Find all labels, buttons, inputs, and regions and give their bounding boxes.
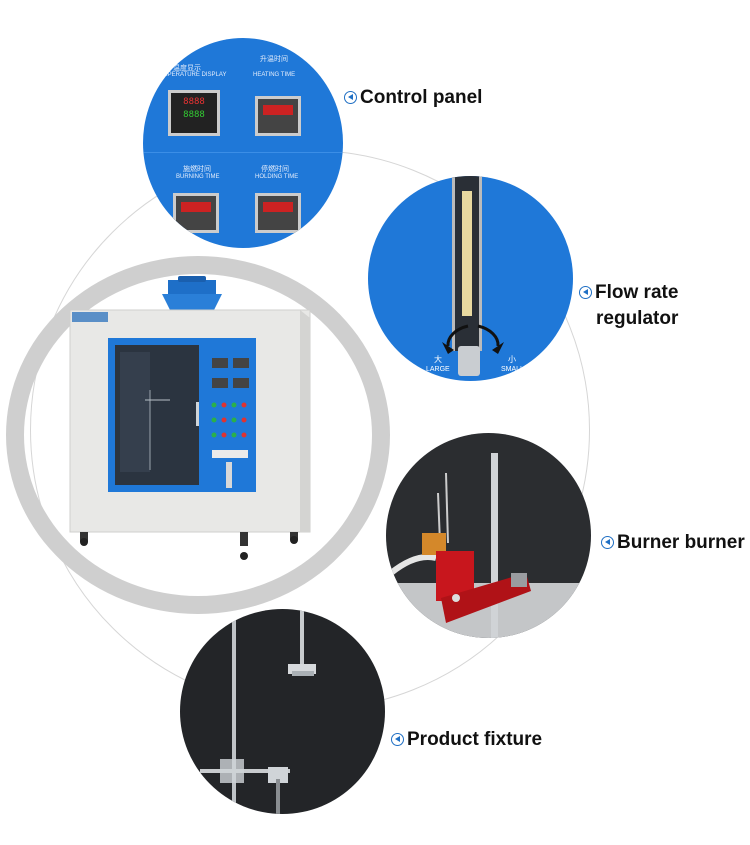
temp-display-label-en: TEMPERATURE DISPLAY [155, 72, 227, 78]
adjust-arrows-icon [442, 324, 504, 354]
control-panel-closeup: 温度显示 TEMPERATURE DISPLAY 升温时间 HEATING TI… [143, 38, 343, 248]
callout-burner-text: Burner burner [617, 532, 745, 553]
heating-time-label-en: HEATING TIME [253, 72, 296, 78]
holding-time-label-en: HOLDING TIME [255, 174, 299, 180]
callout-flow-rate-text-1: Flow rate [595, 282, 679, 303]
arrow-left-icon [344, 91, 357, 104]
large-label-en: LARGE [426, 366, 450, 373]
arrow-left-icon [391, 733, 404, 746]
flowmeter-scale [462, 191, 472, 316]
temperature-display: 8888 8888 [168, 90, 220, 136]
callout-flow-rate: Flow rate regulator [579, 280, 678, 332]
holding-timer-digits [263, 202, 293, 212]
burner-illustration [386, 453, 591, 638]
large-label-cn: 大 [434, 355, 442, 364]
heating-timer-digits [263, 105, 293, 115]
burner-closeup [386, 433, 591, 638]
heating-timer-display [255, 96, 301, 136]
callout-flow-rate-text-2: regulator [596, 308, 679, 329]
flow-rate-regulator-closeup: 大 LARGE 小 SMALL [368, 176, 573, 381]
fixture-illustration [200, 609, 316, 814]
temp-display-label-cn: 温度显示 [173, 65, 201, 72]
arrow-left-icon [579, 286, 592, 299]
burning-time-label-cn: 施燃时间 [183, 166, 211, 173]
heating-time-label-cn: 升温时间 [260, 56, 288, 63]
small-label-en: SMALL [501, 366, 524, 373]
arrow-left-icon [601, 536, 614, 549]
temp-digits-bottom: 8888 [183, 110, 205, 120]
holding-timer-display [255, 193, 301, 233]
callout-burner: Burner burner [601, 530, 745, 556]
callout-control-panel: Control panel [344, 85, 482, 111]
product-fixture-closeup [180, 609, 385, 814]
callout-product-fixture-text: Product fixture [407, 729, 543, 750]
burning-time-label-en: BURNING TIME [176, 174, 220, 180]
panel-divider [143, 152, 343, 153]
small-label-cn: 小 [508, 355, 516, 364]
temp-digits-top: 8888 [183, 97, 205, 107]
burning-timer-digits [181, 202, 211, 212]
flowmeter-tube [452, 176, 482, 351]
holding-time-label-cn: 停燃时间 [261, 166, 289, 173]
regulator-knob [458, 346, 480, 376]
callout-product-fixture: Product fixture [391, 727, 542, 753]
callout-control-panel-text: Control panel [360, 87, 483, 108]
burning-timer-display [173, 193, 219, 233]
